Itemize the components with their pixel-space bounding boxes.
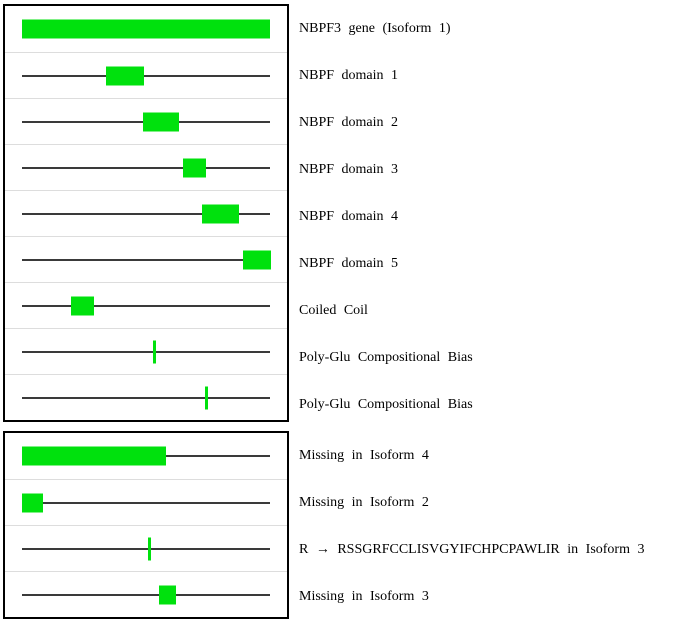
feature-panel-canonical xyxy=(3,4,289,422)
feature-track xyxy=(22,375,270,420)
feature-label: NBPF domain 3 xyxy=(299,162,399,177)
track-line xyxy=(22,258,270,261)
feature-row xyxy=(5,282,287,328)
feature-row xyxy=(5,571,287,617)
feature-label: NBPF domain 1 xyxy=(299,68,399,83)
domain-box xyxy=(106,66,144,85)
position-tick xyxy=(152,340,156,363)
section-isoforms: Missing in Isoform 4 Missing in Isoform … xyxy=(3,431,676,620)
track-line xyxy=(22,593,270,596)
feature-label: NBPF domain 5 xyxy=(299,256,399,271)
label-column-isoforms: Missing in Isoform 4 Missing in Isoform … xyxy=(289,431,676,620)
feature-row xyxy=(5,328,287,374)
feature-track xyxy=(22,283,270,328)
feature-track xyxy=(22,526,270,571)
feature-label: NBPF domain 4 xyxy=(299,209,399,224)
feature-row xyxy=(5,98,287,144)
track-line xyxy=(22,547,270,550)
feature-row xyxy=(5,525,287,571)
feature-row xyxy=(5,144,287,190)
domain-box xyxy=(202,204,239,223)
position-tick xyxy=(204,386,208,409)
feature-label: NBPF domain 2 xyxy=(299,115,399,130)
feature-track xyxy=(22,53,270,98)
domain-box xyxy=(182,158,206,177)
feature-row xyxy=(5,433,287,479)
feature-track xyxy=(22,480,270,525)
substitution-tick xyxy=(148,537,152,560)
feature-track xyxy=(22,145,270,190)
domain-box xyxy=(143,112,179,131)
feature-label: Coiled Coil xyxy=(299,303,368,318)
feature-row xyxy=(5,190,287,236)
track-line xyxy=(22,350,270,353)
track-line xyxy=(22,212,270,215)
track-line xyxy=(22,304,270,307)
feature-label: Poly-Glu Compositional Bias xyxy=(299,350,473,365)
feature-track xyxy=(22,6,270,52)
feature-track xyxy=(22,329,270,374)
missing-region-box xyxy=(158,585,176,604)
missing-region-box xyxy=(22,446,167,466)
feature-label: Missing in Isoform 4 xyxy=(299,448,429,463)
feature-panel-isoforms xyxy=(3,431,289,619)
track-line xyxy=(22,501,270,504)
track-line xyxy=(22,166,270,169)
feature-row xyxy=(5,236,287,282)
track-line xyxy=(22,396,270,399)
feature-row xyxy=(5,6,287,52)
missing-region-box xyxy=(22,493,44,512)
feature-label: Missing in Isoform 3 xyxy=(299,589,429,604)
coiled-coil-box xyxy=(71,296,94,315)
feature-row xyxy=(5,374,287,420)
feature-label: Poly-Glu Compositional Bias xyxy=(299,397,473,412)
feature-row xyxy=(5,52,287,98)
feature-track xyxy=(22,191,270,236)
feature-label: Missing in Isoform 2 xyxy=(299,495,429,510)
track-line xyxy=(22,74,270,77)
feature-track xyxy=(22,237,271,282)
section-canonical: NBPF3 gene (Isoform 1) NBPF domain 1 NBP… xyxy=(3,4,676,428)
domain-box xyxy=(242,250,271,269)
feature-track xyxy=(22,572,270,617)
feature-track xyxy=(22,433,270,479)
feature-label: R → RSSGRFCCLISVGYIFCHPCPAWLIR in Isofor… xyxy=(299,542,645,557)
feature-track xyxy=(22,99,270,144)
label-column-canonical: NBPF3 gene (Isoform 1) NBPF domain 1 NBP… xyxy=(289,4,676,428)
feature-row xyxy=(5,479,287,525)
feature-label: NBPF3 gene (Isoform 1) xyxy=(299,21,451,36)
gene-bar xyxy=(22,19,270,39)
